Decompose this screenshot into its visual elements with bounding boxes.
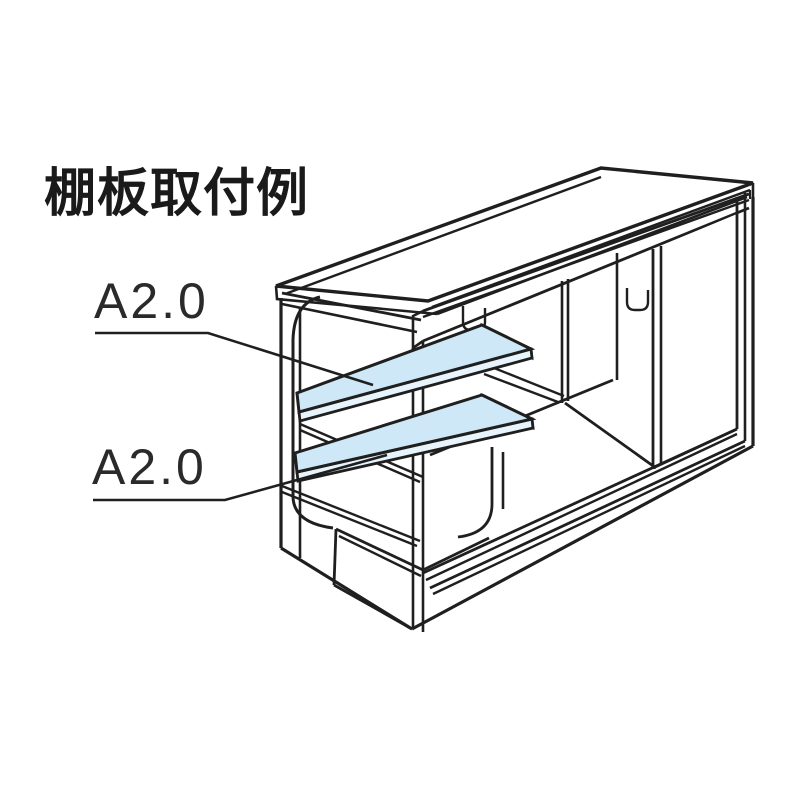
door-hanger-bracket <box>625 288 650 312</box>
leader-line-lower <box>93 453 388 502</box>
shelf-label-upper: A2.0 <box>94 273 209 329</box>
leader-lines <box>93 331 388 502</box>
shelf-label-lower: A2.0 <box>92 439 207 495</box>
base-platform <box>332 341 505 632</box>
sliding-door <box>651 193 755 470</box>
shelf-lower <box>293 392 537 483</box>
front-top-rail <box>411 192 750 351</box>
bottom-tracks <box>411 427 754 631</box>
diagram-title: 棚板取付例 <box>44 165 310 223</box>
leader-line-upper <box>95 331 374 387</box>
shelf-upper <box>295 322 536 423</box>
cabinet-lines <box>93 166 755 632</box>
shelf-support-rails <box>281 362 565 548</box>
